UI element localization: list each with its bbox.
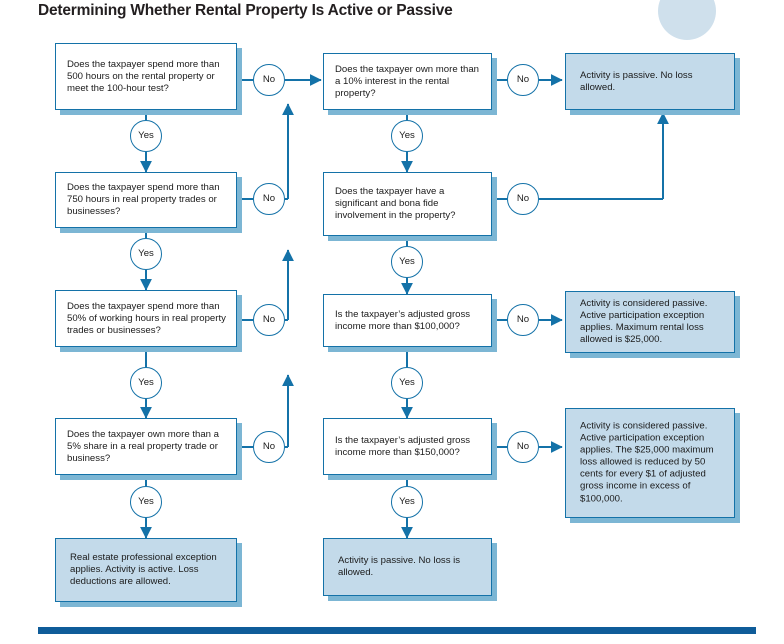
yes-connector-q5: Yes — [391, 120, 423, 152]
result-box-real-estate-professional-label: Real estate professional exception appli… — [70, 551, 217, 588]
result-box-max-rental-loss-25000-label: Activity is considered passive. Active p… — [580, 297, 708, 346]
decision-box-10-percent-interest-label: Does the taxpayer own more than a 10% in… — [335, 63, 479, 99]
decision-box-bona-fide-involvement-label: Does the taxpayer have a significant and… — [335, 185, 456, 222]
decision-box-agi-100000[interactable]: Is the taxpayer’s adjusted gross income … — [323, 294, 492, 347]
no-connector-q5: No — [507, 64, 539, 96]
yes-connector-q2: Yes — [130, 238, 162, 270]
decision-box-5-percent-share[interactable]: Does the taxpayer own more than a 5% sha… — [55, 418, 237, 475]
decision-box-5-percent-share-label: Does the taxpayer own more than a 5% sha… — [67, 428, 219, 464]
decision-box-bona-fide-involvement[interactable]: Does the taxpayer have a significant and… — [323, 172, 492, 236]
decision-box-agi-100000-label: Is the taxpayer’s adjusted gross income … — [335, 308, 471, 332]
no-connector-q3: No — [253, 304, 285, 336]
yes-connector-q7: Yes — [391, 367, 423, 399]
no-connector-q7: No — [507, 304, 539, 336]
result-box-phased-out-25000-label: Activity is considered passive. Active p… — [580, 420, 714, 505]
decorative-circle — [658, 0, 716, 40]
yes-connector-q8: Yes — [391, 486, 423, 518]
no-connector-q2: No — [253, 183, 285, 215]
result-box-passive-no-loss-allowed-label: Activity is passive. No loss allowed. — [580, 69, 693, 93]
page-title: Determining Whether Rental Property Is A… — [38, 2, 453, 19]
result-box-max-rental-loss-25000[interactable]: Activity is considered passive. Active p… — [565, 291, 735, 353]
result-box-passive-no-loss-allowed[interactable]: Activity is passive. No loss allowed. — [565, 53, 735, 110]
decision-box-750-hours-label: Does the taxpayer spend more than 750 ho… — [67, 181, 220, 218]
no-connector-q8: No — [507, 431, 539, 463]
decision-box-500-hours[interactable]: Does the taxpayer spend more than 500 ho… — [55, 43, 237, 110]
decision-box-50-percent-label: Does the taxpayer spend more than 50% of… — [67, 300, 226, 336]
yes-connector-q6: Yes — [391, 246, 423, 278]
decision-box-agi-150000-label: Is the taxpayer’s adjusted gross income … — [335, 434, 471, 458]
decision-box-agi-150000[interactable]: Is the taxpayer’s adjusted gross income … — [323, 418, 492, 475]
decision-box-10-percent-interest[interactable]: Does the taxpayer own more than a 10% in… — [323, 53, 492, 110]
decision-box-500-hours-label: Does the taxpayer spend more than 500 ho… — [67, 58, 220, 94]
yes-connector-q3: Yes — [130, 367, 162, 399]
result-box-passive-no-loss-bottom[interactable]: Activity is passive. No loss is allowed. — [323, 538, 492, 596]
no-connector-q4: No — [253, 431, 285, 463]
result-box-passive-no-loss-bottom-label: Activity is passive. No loss is allowed. — [338, 554, 461, 578]
result-box-phased-out-25000[interactable]: Activity is considered passive. Active p… — [565, 408, 735, 518]
result-box-real-estate-professional[interactable]: Real estate professional exception appli… — [55, 538, 237, 602]
yes-connector-q4: Yes — [130, 486, 162, 518]
yes-connector-q1: Yes — [130, 120, 162, 152]
decision-box-50-percent[interactable]: Does the taxpayer spend more than 50% of… — [55, 290, 237, 347]
no-connector-q1: No — [253, 64, 285, 96]
decision-box-750-hours[interactable]: Does the taxpayer spend more than 750 ho… — [55, 172, 237, 228]
no-connector-q6: No — [507, 183, 539, 215]
bottom-rule — [38, 627, 756, 634]
